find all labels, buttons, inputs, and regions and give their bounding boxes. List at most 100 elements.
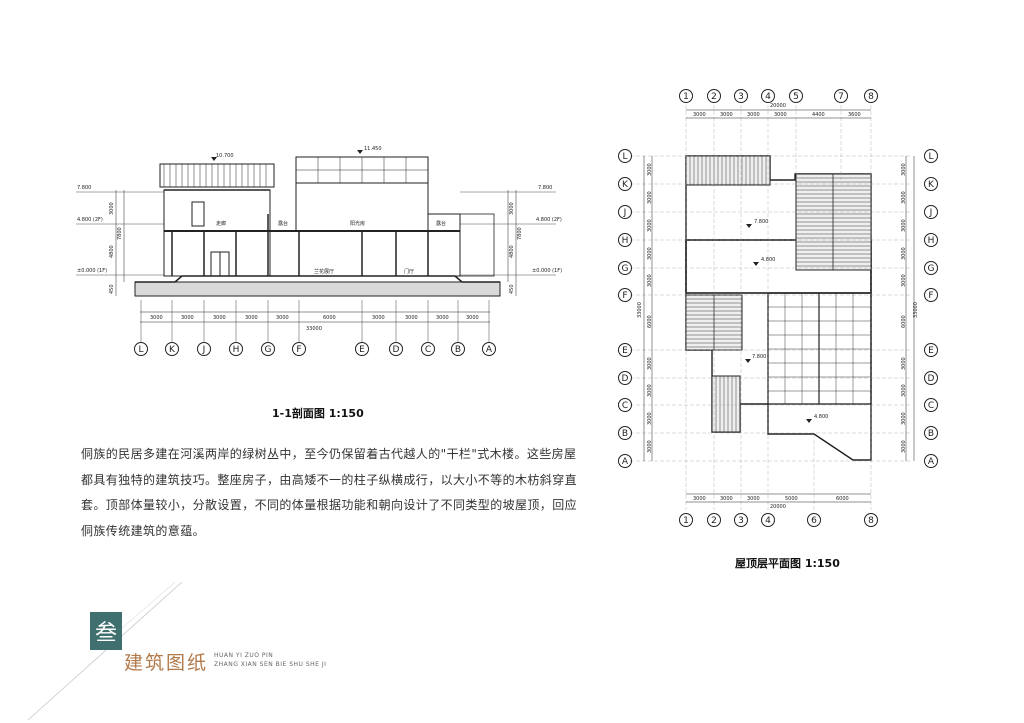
chapter-emblem: 叁 — [90, 612, 122, 650]
decor-diagonal — [119, 581, 176, 631]
axis-bubble: 1 — [683, 92, 689, 102]
room-label: 露台 — [278, 220, 288, 227]
plan-vdim: 3000 — [647, 191, 653, 204]
vdim: 4800 — [509, 245, 515, 258]
chapter-subtitle-1: HUAN YI ZUO PIN — [214, 652, 274, 659]
axis-bubble: J — [202, 345, 206, 355]
plan-vdim: 3000 — [901, 440, 907, 453]
axis-bubble: 2 — [711, 92, 717, 102]
elev-label: 4.800 (2F) — [536, 217, 562, 223]
plan-vdim: 3000 — [647, 357, 653, 370]
axis-bubble: A — [928, 457, 935, 467]
plan-total: 20000 — [770, 504, 786, 510]
plan-dim: 3000 — [693, 496, 706, 502]
plan-level: 4.800 — [761, 257, 775, 263]
axis-bubble: K — [928, 180, 935, 190]
plan-vdim: 6000 — [901, 315, 907, 328]
axis-bubble: G — [622, 264, 629, 274]
plan-vtotal: 33000 — [637, 302, 643, 318]
axis-bubble: 3 — [738, 516, 744, 526]
axis-bubble: A — [486, 345, 493, 355]
roof-plan-drawing — [630, 105, 915, 510]
span-dim: 3000 — [466, 315, 479, 321]
elev-label: 10.700 — [216, 153, 234, 159]
axis-bubble: F — [296, 345, 301, 355]
left-pitched-roof — [159, 163, 275, 188]
plan-vdim: 3000 — [901, 357, 907, 370]
axis-bubble: E — [622, 346, 628, 356]
axis-bubble: E — [928, 346, 934, 356]
plan-level: 4.800 — [814, 414, 828, 420]
axis-bubble: G — [265, 345, 272, 355]
axis-bubble: 6 — [811, 516, 817, 526]
axis-bubble: H — [928, 236, 935, 246]
ground-line — [135, 275, 500, 283]
plan-vdim: 3000 — [901, 163, 907, 176]
plan-vdim: 3000 — [647, 247, 653, 260]
span-dim: 3000 — [150, 315, 163, 321]
axis-bubble: D — [393, 345, 400, 355]
axis-bubble: 4 — [765, 92, 771, 102]
axis-bubble: L — [138, 345, 143, 355]
axis-bubble: L — [622, 152, 627, 162]
plan-dim: 3000 — [747, 112, 760, 118]
axis-bubble: C — [928, 401, 934, 411]
room-label: 露台 — [436, 220, 446, 227]
axis-bubble: C — [425, 345, 431, 355]
axis-bubble: D — [622, 374, 629, 384]
axis-bubble: H — [233, 345, 240, 355]
vdim: 3000 — [109, 202, 115, 215]
axis-bubble: G — [928, 264, 935, 274]
axis-bubble: B — [622, 429, 628, 439]
span-dim: 3000 — [372, 315, 385, 321]
plan-level: 7.800 — [754, 219, 768, 225]
axis-bubble: D — [928, 374, 935, 384]
axis-bubble: L — [928, 152, 933, 162]
section-caption: 1-1剖面图 1:150 — [272, 407, 364, 420]
axis-bubble: 8 — [868, 516, 874, 526]
plan-vdim: 3000 — [647, 412, 653, 425]
room-label: 兰花展厅 — [314, 268, 334, 275]
vdim: 450 — [509, 284, 515, 294]
span-dim: 3000 — [181, 315, 194, 321]
plan-level: 7.800 — [752, 354, 766, 360]
plan-vtotal: 33000 — [913, 302, 919, 318]
plan-total: 20000 — [770, 103, 786, 109]
plan-dim: 3000 — [720, 112, 733, 118]
elev-label: 4.800 (2F) — [77, 217, 103, 223]
axis-bubble: 5 — [793, 92, 799, 102]
room-label: 阳光房 — [350, 220, 365, 227]
plan-vdim: 3000 — [901, 247, 907, 260]
axis-bubble: 8 — [868, 92, 874, 102]
axis-bubble: J — [929, 208, 933, 218]
plan-dim: 6000 — [836, 496, 849, 502]
decor-diagonal — [27, 581, 183, 721]
plan-vdim: 3000 — [647, 440, 653, 453]
elev-label: ±0.000 (1F) — [532, 268, 562, 274]
span-dim: 3000 — [276, 315, 289, 321]
axis-bubble: B — [455, 345, 461, 355]
span-dim: 3000 — [245, 315, 258, 321]
axis-bubble: A — [622, 457, 629, 467]
elev-label: 7.800 — [77, 185, 91, 191]
span-dim: 3000 — [436, 315, 449, 321]
axis-bubble: E — [359, 345, 365, 355]
elev-label: ±0.000 (1F) — [77, 268, 107, 274]
plan-vdim: 3000 — [901, 274, 907, 287]
axis-bubble: 7 — [838, 92, 844, 102]
plan-vdim: 3000 — [647, 163, 653, 176]
span-dim: 3000 — [213, 315, 226, 321]
vdim: 7800 — [517, 227, 523, 240]
roof-plan-caption: 屋顶层平面图 1:150 — [735, 557, 840, 570]
chapter-title: 建筑图纸 — [124, 652, 209, 674]
elev-label: 7.800 — [538, 185, 552, 191]
axis-bubble: 1 — [683, 516, 689, 526]
plan-dim: 3000 — [720, 496, 733, 502]
axis-bubble: H — [622, 236, 629, 246]
axis-bubble: J — [623, 208, 627, 218]
room-label: 走廊 — [216, 220, 226, 227]
plan-vdim: 6000 — [647, 315, 653, 328]
axis-bubble: C — [622, 401, 628, 411]
left-volume — [163, 189, 271, 277]
